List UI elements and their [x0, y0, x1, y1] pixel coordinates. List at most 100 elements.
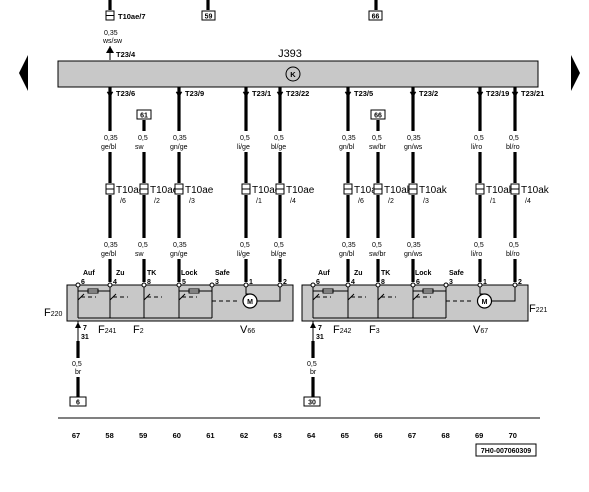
switch-label: Lock — [415, 270, 431, 277]
switch-label: Auf — [318, 270, 330, 277]
wire-columns: T23/60,35ge/blT10ae/60,35ge/bl610,5swT10… — [101, 87, 550, 282]
track-number: 64 — [307, 431, 316, 440]
wire-size-bottom: 0,5 — [240, 242, 250, 249]
control-unit-symbol: K — [290, 70, 296, 79]
module-pin-label: 8 — [381, 279, 385, 286]
wire-size-bottom: 0,35 — [173, 242, 187, 249]
wire-pin-label: T23/5 — [354, 89, 373, 98]
wire-connector-main: T10ak — [521, 185, 550, 196]
wire-color-top: li/ge — [237, 144, 250, 151]
feed-connector-label: T10ae/7 — [118, 12, 146, 21]
track-number: 60 — [173, 431, 181, 440]
wire-pin-label: T23/9 — [185, 89, 204, 98]
wire-connector-sub: /1 — [490, 198, 496, 205]
wire-connector-main: T10ae — [116, 185, 145, 196]
feed-wire: T10ae/7 0,35 ws/sw T23/4 — [102, 10, 146, 60]
wire-connector-main: T10ae — [252, 185, 281, 196]
wire-color-top: bl/ge — [271, 144, 286, 151]
wire-size-bottom: 0,5 — [372, 242, 382, 249]
switch-label: Safe — [215, 270, 230, 277]
prev-page-arrow-icon[interactable] — [19, 55, 28, 91]
track-number: 67 — [72, 431, 80, 440]
wire-size-bottom: 0,35 — [342, 242, 356, 249]
wire-color-top: gn/bl — [339, 144, 355, 151]
module-pin-label: 4 — [113, 279, 117, 286]
wire-connector-sub: /3 — [423, 198, 429, 205]
ground-color: br — [75, 369, 82, 376]
module-pin-label: 3 — [215, 279, 219, 286]
module-pin-label: 2 — [518, 279, 522, 286]
wire-size-top: 0,35 — [407, 135, 421, 142]
top-partial-wires: 59 66 — [108, 0, 383, 21]
track-number: 62 — [240, 431, 248, 440]
switch-label: Zu — [116, 270, 125, 277]
wire-color-bottom: bl/ge — [271, 251, 286, 258]
module-pin-label: 6 — [416, 279, 420, 286]
module-label: F220 — [44, 307, 63, 319]
wire-terminal-box-label: 61 — [140, 113, 148, 120]
track-number: 70 — [509, 431, 517, 440]
wire-size-bottom: 0,5 — [274, 242, 284, 249]
wire-color-top: gn/ge — [170, 144, 188, 151]
control-unit-symbol-icon — [285, 66, 301, 82]
wire-connector-main: T10ae — [150, 185, 179, 196]
wire-color-bottom: li/ro — [471, 251, 482, 258]
switch-label: TK — [147, 270, 156, 277]
motor-symbol: M — [482, 299, 488, 306]
wire-size-bottom: 0,35 — [407, 242, 421, 249]
part-label: F2 — [133, 324, 144, 336]
feed-size-label: 0,35 — [104, 30, 118, 37]
ground-size: 0,5 — [72, 361, 82, 368]
module-pin-label: 3 — [449, 279, 453, 286]
part-label: V67 — [473, 324, 488, 336]
module-pin-label: 4 — [351, 279, 355, 286]
track-number: 67 — [408, 431, 416, 440]
switch-label: Safe — [449, 270, 464, 277]
wire-color-top: sw — [135, 144, 145, 151]
wire-color-bottom: ge/bl — [101, 251, 117, 258]
switch-label: TK — [381, 270, 390, 277]
wire-terminal-box-label: 66 — [374, 113, 382, 120]
reference-label: 7H0-007060309 — [481, 448, 531, 455]
wire-connector-sub: /2 — [388, 198, 394, 205]
wire-size-bottom: 0,5 — [509, 242, 519, 249]
track-number: 59 — [139, 431, 147, 440]
part-label: F241 — [98, 324, 117, 336]
wire-color-bottom: sw/br — [369, 251, 386, 258]
wire-connector-sub: /4 — [525, 198, 531, 205]
wire-connector-sub: /4 — [290, 198, 296, 205]
module-pin-label: 5 — [182, 279, 186, 286]
wire-size-top: 0,5 — [240, 135, 250, 142]
ground-pin-b: 31 — [81, 334, 89, 341]
wire-pin-label: T23/6 — [116, 89, 135, 98]
next-page-arrow-icon[interactable] — [571, 55, 580, 91]
track-number: 68 — [441, 431, 449, 440]
wire-connector-sub: /3 — [189, 198, 195, 205]
wire-color-bottom: gn/ws — [404, 251, 423, 258]
wire-size-top: 0,5 — [138, 135, 148, 142]
wire-size-top: 0,5 — [372, 135, 382, 142]
module-pin-label: 6 — [81, 279, 85, 286]
wire-connector-main: T10ak — [354, 185, 383, 196]
track-number: 66 — [374, 431, 382, 440]
wire-pin-label: T23/19 — [486, 89, 509, 98]
wire-connector-main: T10ae — [185, 185, 214, 196]
wire-size-top: 0,35 — [342, 135, 356, 142]
wire-color-top: bl/ro — [506, 144, 520, 151]
wire-pin-label: T23/22 — [286, 89, 309, 98]
module-label: F221 — [529, 303, 548, 315]
control-unit-bar — [57, 60, 539, 88]
